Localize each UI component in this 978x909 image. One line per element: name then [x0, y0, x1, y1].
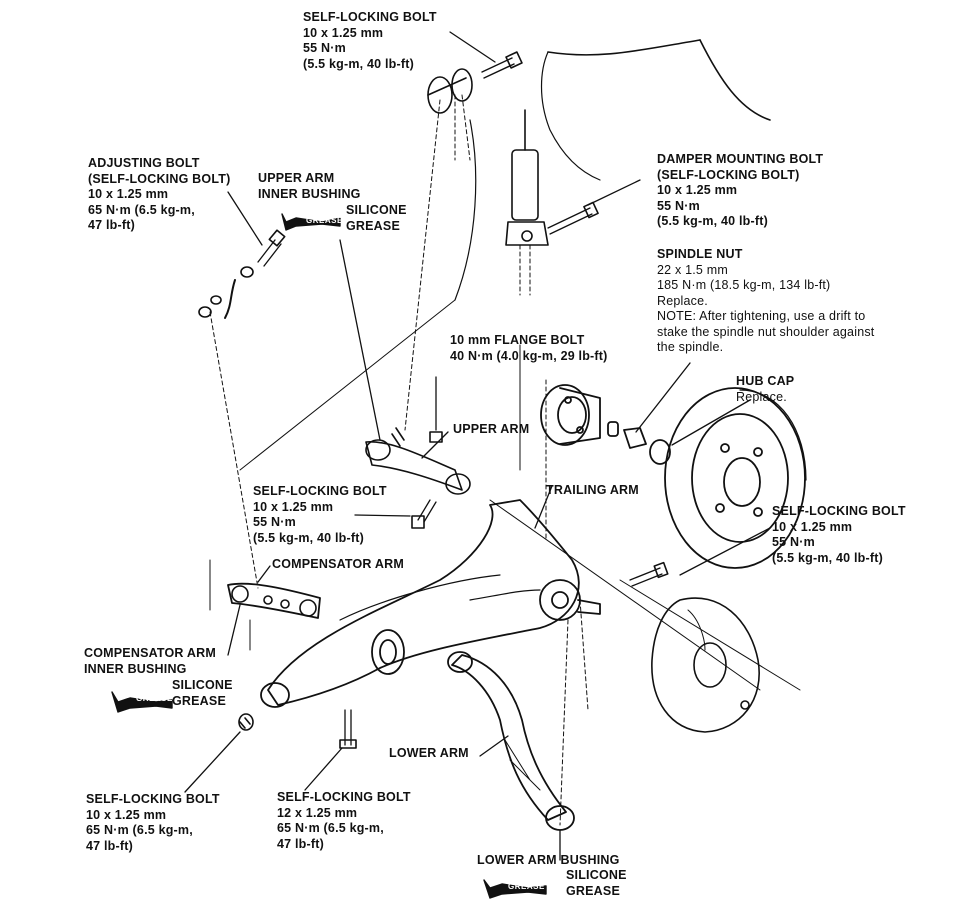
upper-arm-grease-callout: SILICONE GREASE — [346, 203, 407, 233]
bottom-left-bolt-callout: SELF-LOCKING BOLT 10 x 1.25 mm 65 N·m (6… — [86, 792, 220, 853]
trailing-arm — [260, 499, 601, 708]
spindle-nut-callout: SPINDLE NUT 22 x 1.5 mm 185 N·m (18.5 kg… — [657, 247, 875, 354]
mid-bolt — [411, 499, 437, 529]
wheel-hub — [540, 384, 671, 465]
compensator-grease-callout: SILICONE GREASE — [172, 678, 233, 708]
damper-bolt — [547, 201, 599, 235]
upper-arm-inner-bushing-callout: UPPER ARM INNER BUSHING — [258, 171, 361, 201]
lower-arm-callout: LOWER ARM — [389, 746, 469, 760]
right-bolt — [629, 561, 669, 587]
damper-mounting-bolt-callout: DAMPER MOUNTING BOLT (SELF-LOCKING BOLT)… — [657, 152, 824, 228]
backing-plate — [651, 597, 760, 733]
bottom-bolts — [238, 709, 357, 749]
body-panel-outline — [239, 39, 771, 471]
compensator-arm — [209, 559, 321, 651]
upper-arm-callout: UPPER ARM — [453, 422, 530, 436]
bottom-mid-bolt-callout: SELF-LOCKING BOLT 12 x 1.25 mm 65 N·m (6… — [277, 790, 411, 851]
hub-cap-callout: HUB CAP Replace. — [736, 374, 795, 404]
shock-absorber — [505, 109, 549, 246]
top-bolt-callout: SELF-LOCKING BOLT 10 x 1.25 mm 55 N·m (5… — [303, 10, 437, 71]
upper-arm — [365, 427, 471, 495]
lower-arm-bushing-callout: LOWER ARM BUSHING — [477, 853, 620, 867]
grease-tube-icon: GREASE — [306, 216, 343, 225]
trailing-arm-callout: TRAILING ARM — [546, 483, 639, 497]
lower-arm-grease-callout: SILICONE GREASE — [566, 868, 627, 898]
assembly-lines — [209, 94, 589, 826]
section-lines — [489, 344, 801, 691]
compensator-bushing-callout: COMPENSATOR ARM INNER BUSHING — [84, 646, 216, 676]
compensator-arm-callout: COMPENSATOR ARM — [272, 557, 404, 571]
top-bolt-group — [427, 51, 523, 114]
lower-arm — [447, 651, 575, 831]
mid-bolt-callout: SELF-LOCKING BOLT 10 x 1.25 mm 55 N·m (5… — [253, 484, 387, 545]
adjusting-bolt-group — [198, 229, 286, 319]
leader-lines — [184, 31, 771, 861]
flange-bolt-callout: 10 mm FLANGE BOLT 40 N·m (4.0 kg-m, 29 l… — [450, 333, 608, 363]
grease-tube-icons — [111, 213, 547, 899]
grease-tube-icon: GREASE — [508, 882, 545, 891]
right-bolt-callout: SELF-LOCKING BOLT 10 x 1.25 mm 55 N·m (5… — [772, 504, 906, 565]
brake-drum — [664, 387, 807, 569]
adjusting-bolt-callout: ADJUSTING BOLT (SELF-LOCKING BOLT) 10 x … — [88, 156, 231, 232]
grease-tube-icon: GREASE — [136, 694, 173, 703]
